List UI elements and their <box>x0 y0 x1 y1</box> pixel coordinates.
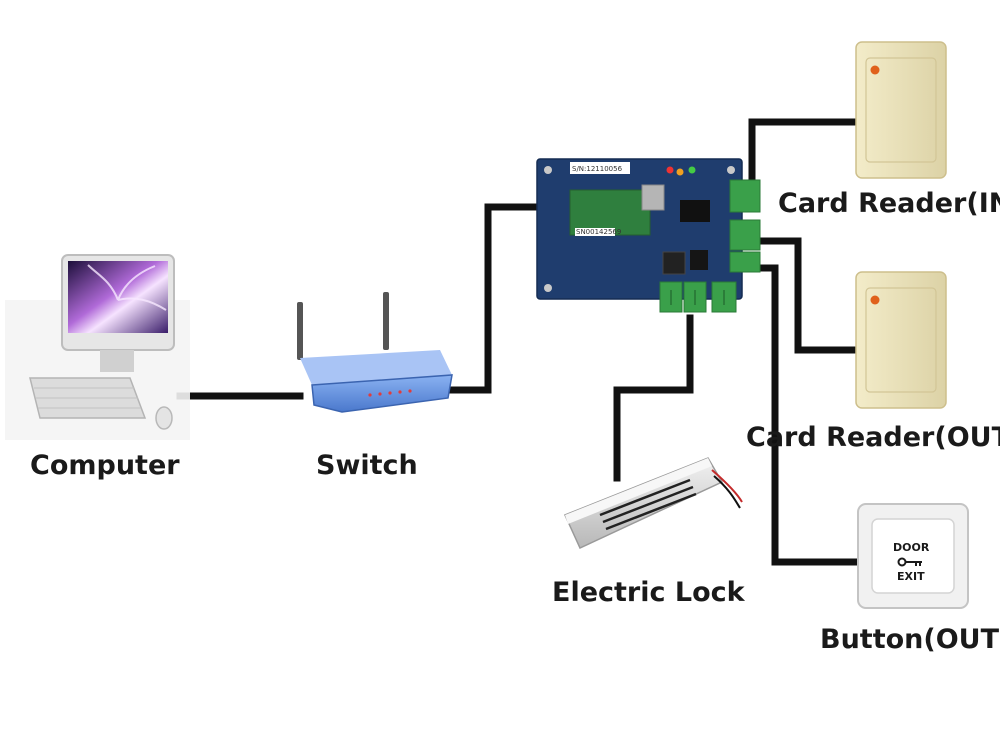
controller-board: S/N:12110056 SN00142569 <box>536 158 761 313</box>
terminal-blocks-right <box>729 179 761 273</box>
ethernet-port <box>641 184 665 211</box>
electric-lock-body <box>563 457 724 549</box>
computer-device <box>5 254 190 440</box>
chip-main <box>680 200 710 222</box>
exit-button-exit-text: EXIT <box>897 570 925 583</box>
label-card-reader-in: Card Reader(IN <box>778 188 1000 219</box>
electric-lock-device <box>563 457 743 549</box>
led-green <box>688 166 696 174</box>
terminal-blocks-bottom <box>659 281 737 313</box>
label-electric-lock: Electric Lock <box>552 577 746 608</box>
wire-controller-lock <box>613 314 694 482</box>
wire-controller-button <box>756 264 862 566</box>
key-icon <box>897 557 922 567</box>
relay <box>662 251 686 275</box>
antenna-right <box>383 292 389 350</box>
card-reader-out-device <box>855 271 947 409</box>
lock-wire-red <box>711 469 743 503</box>
card-reader-in-led <box>870 65 880 75</box>
led-orange <box>676 168 684 176</box>
sn-sticker <box>570 162 630 174</box>
switch-body <box>311 374 453 413</box>
module-sticker-text: SN00142569 <box>576 228 621 236</box>
label-switch: Switch <box>316 450 418 481</box>
mouse <box>155 406 173 430</box>
device-labels: Computer Switch Card Reader(IN Card Read… <box>30 188 1000 655</box>
lock-wire-black <box>713 475 741 509</box>
exit-button-door-text: DOOR <box>893 541 930 554</box>
label-button-out: Button(OUT) <box>820 624 1000 655</box>
card-reader-out-body <box>855 271 947 409</box>
label-card-reader-out: Card Reader(OUT <box>746 422 1000 453</box>
sn-sticker-text: S/N:12110056 <box>572 165 623 173</box>
wire-controller-reader-in <box>746 118 856 196</box>
exit-button-device: DOOR EXIT <box>857 503 969 609</box>
led-red <box>666 166 674 174</box>
switch-device <box>297 292 453 413</box>
antenna-left <box>297 302 303 360</box>
card-reader-out-led <box>870 295 880 305</box>
monitor-screen <box>68 261 168 333</box>
wire-controller-reader-out <box>756 237 856 354</box>
card-reader-in-device <box>855 41 947 179</box>
card-reader-in-body <box>855 41 947 179</box>
label-computer: Computer <box>30 450 180 481</box>
